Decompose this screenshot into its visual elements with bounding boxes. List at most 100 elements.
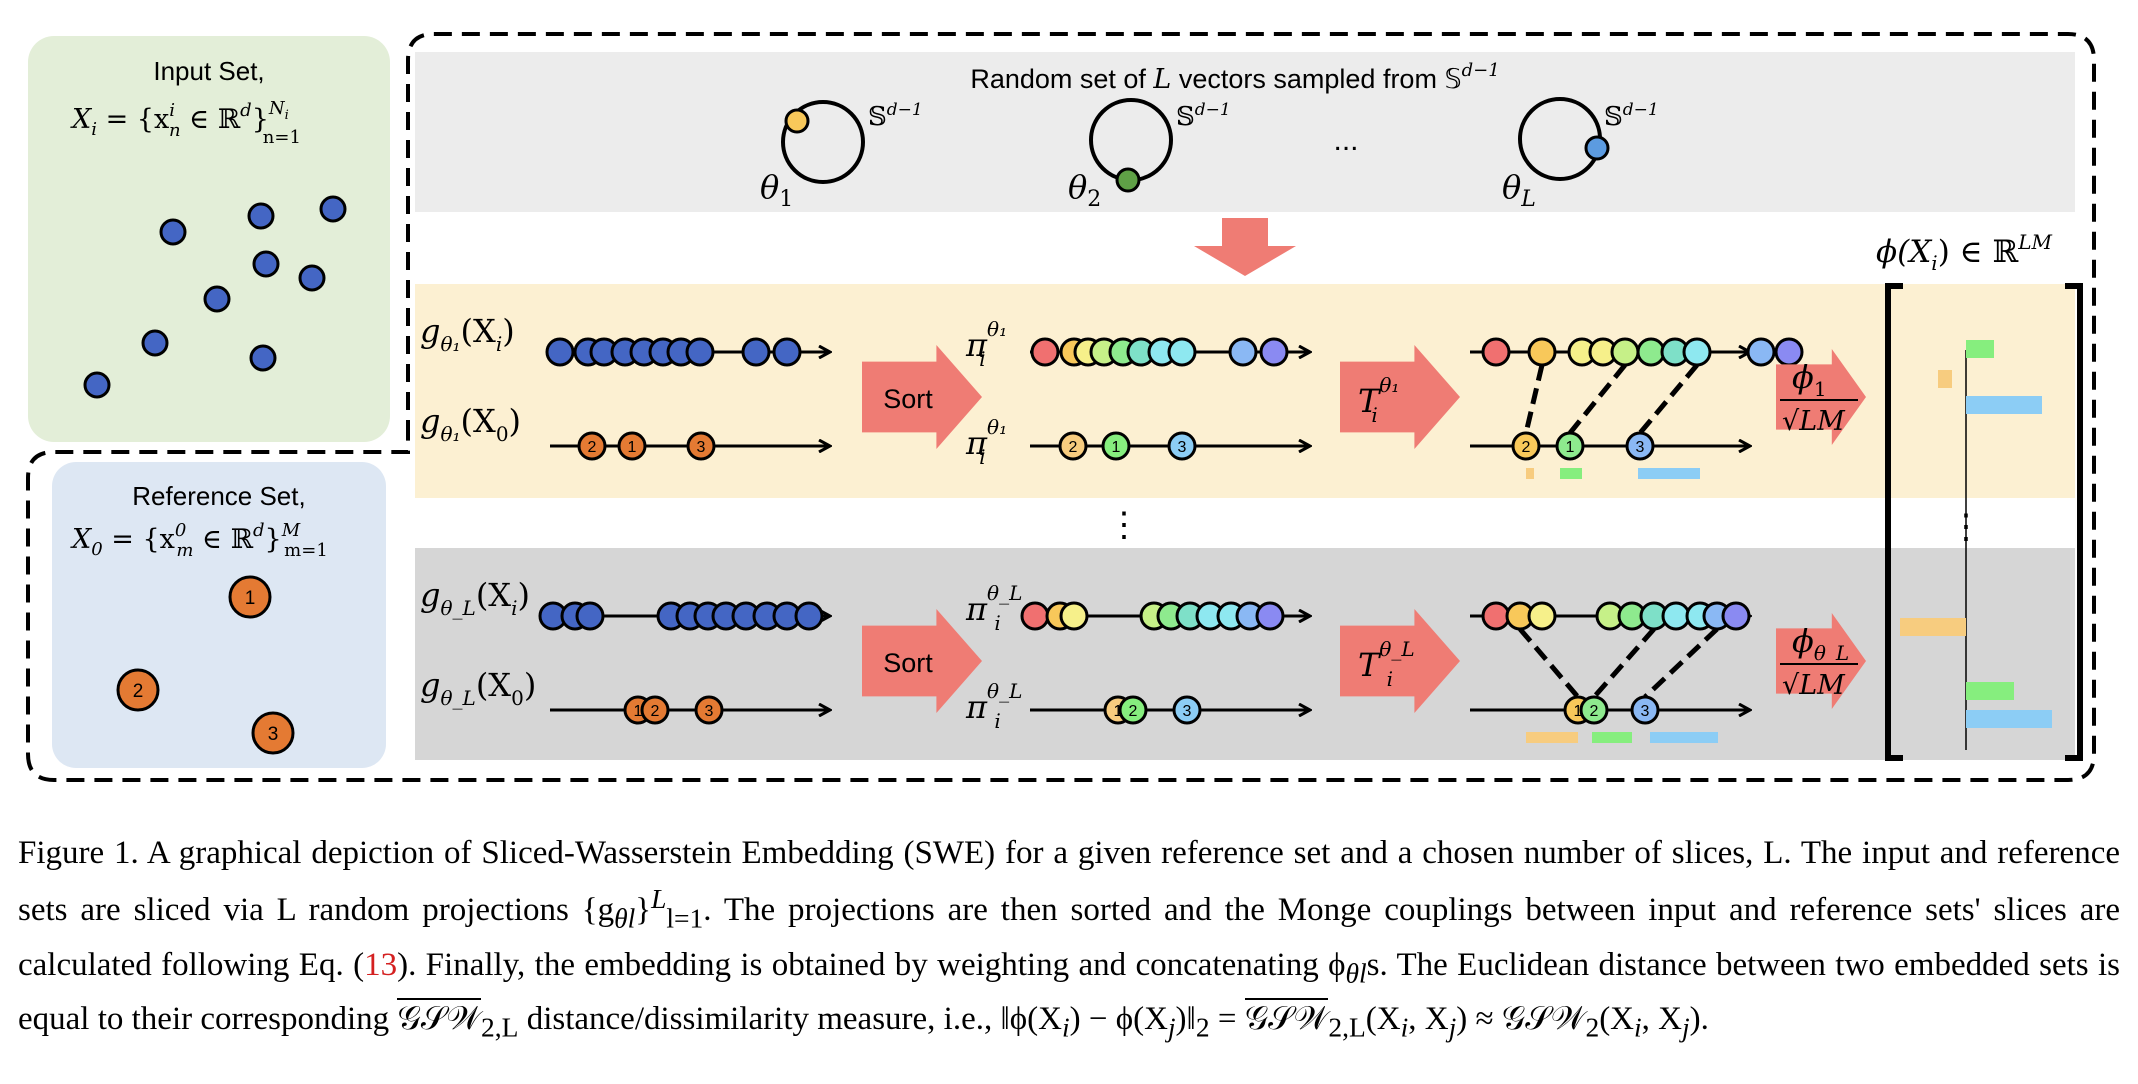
matched-input-point xyxy=(1746,337,1776,367)
coupling-link xyxy=(1568,363,1627,435)
top-band xyxy=(415,52,2075,212)
sorted-reference-point-label: 2 xyxy=(1129,703,1138,720)
sphere-sample-L: 𝕊d−1 θL xyxy=(1502,97,1659,212)
embedding-bar xyxy=(1966,682,2014,700)
reference-slice-point-label: 3 xyxy=(697,439,706,456)
matched-reference-point-label: 2 xyxy=(1590,703,1599,720)
phi-denominator: √LM xyxy=(1782,670,1846,701)
matched-reference-point-label: 3 xyxy=(1636,439,1645,456)
svg-text:𝕊d−1: 𝕊d−1 xyxy=(868,100,923,132)
sorted-input-point xyxy=(1228,337,1258,367)
matched-reference-point-label: 3 xyxy=(1641,703,1650,720)
embedding-bar xyxy=(1938,370,1952,388)
top-band-title: Random set of L vectors sampled from 𝕊d−… xyxy=(970,60,1499,95)
sorted-input-point xyxy=(1259,337,1289,367)
input-point xyxy=(141,329,169,357)
input-point xyxy=(249,344,277,372)
sorted-reference-point-label: 1 xyxy=(1112,439,1121,456)
matched-reference-point-label: 2 xyxy=(1522,439,1531,456)
reference-panel-title: Reference Set, xyxy=(132,481,305,511)
input-point-cloud xyxy=(83,195,347,399)
svg-text:𝕊d−1: 𝕊d−1 xyxy=(1604,100,1659,132)
reference-slice-point xyxy=(640,695,670,725)
input-slice-point xyxy=(794,601,824,631)
reference-slice-point xyxy=(617,431,647,461)
svg-text:3: 3 xyxy=(268,724,279,745)
dashed-outline xyxy=(26,32,2096,782)
reference-point-3: 3 xyxy=(251,711,295,755)
input-slice-point xyxy=(575,601,605,631)
equation-reference[interactable]: 13 xyxy=(364,946,398,983)
reference-slice-point-label: 1 xyxy=(628,439,637,456)
matched-input-point xyxy=(1661,601,1691,631)
reference-slice-point-label: 2 xyxy=(588,439,597,456)
embedding-bar xyxy=(1966,710,2052,728)
input-panel xyxy=(28,36,390,442)
displacement-bar xyxy=(1650,732,1718,743)
matched-reference-point xyxy=(1579,695,1609,725)
input-point xyxy=(247,202,275,230)
phi-numerator: ϕ1 xyxy=(1792,358,1827,401)
sorted-reference-point-label: 3 xyxy=(1178,439,1187,456)
input-point xyxy=(298,264,326,292)
svg-text:2: 2 xyxy=(133,681,144,702)
reference-point-2: 2 xyxy=(116,668,160,712)
svg-text:θL: θL xyxy=(1502,168,1536,212)
matched-reference-point xyxy=(1625,431,1655,461)
input-panel-title: Input Set, xyxy=(153,56,264,86)
embedding-label: ϕ(Xi) ∈ ℝLM xyxy=(1876,230,2053,275)
svg-text:1: 1 xyxy=(245,588,256,609)
weighting-arrow xyxy=(1776,349,1866,445)
displacement-bar xyxy=(1638,468,1700,479)
matched-input-point xyxy=(1636,337,1666,367)
sorted-input-point xyxy=(1020,601,1050,631)
matched-input-point xyxy=(1527,337,1557,367)
sorted-reference-point-label: 3 xyxy=(1183,703,1192,720)
embedding-left-bracket xyxy=(1885,283,1903,761)
sort-label: Sort xyxy=(883,384,933,414)
coupling-link xyxy=(1523,364,1545,434)
sort-arrow xyxy=(862,609,982,713)
coupling-link xyxy=(1592,627,1656,699)
monge-coupling-arrow xyxy=(1340,345,1460,449)
embedding-vdots: ⋮ xyxy=(1949,508,1983,546)
input-point xyxy=(252,250,280,278)
down-arrow xyxy=(1194,218,1296,276)
svg-text:θ2: θ2 xyxy=(1068,168,1101,212)
matched-input-point xyxy=(1682,337,1712,367)
displacement-bar xyxy=(1560,468,1582,479)
svg-text:θ1: θ1 xyxy=(760,168,793,212)
matched-reference-point xyxy=(1511,431,1541,461)
displacement-bar xyxy=(1526,732,1578,743)
input-slice-point xyxy=(772,337,802,367)
input-slice-point xyxy=(685,337,715,367)
sorted-reference-point xyxy=(1058,431,1088,461)
matched-input-point xyxy=(1481,601,1511,631)
reference-slice-point xyxy=(577,431,607,461)
svg-text:𝕊d−1: 𝕊d−1 xyxy=(1176,100,1231,132)
sorted-reference-point xyxy=(1172,695,1202,725)
input-point xyxy=(83,371,111,399)
coupling-link xyxy=(1643,627,1719,699)
matched-reference-point-label: 1 xyxy=(1566,439,1575,456)
reference-slice-point xyxy=(694,695,724,725)
monge-coupling-arrow xyxy=(1340,609,1460,713)
sort-arrow xyxy=(862,345,982,449)
coupling-link xyxy=(1518,627,1580,699)
reference-slice-point-label: 3 xyxy=(705,703,714,720)
sorted-input-point xyxy=(1167,337,1197,367)
matched-reference-point-label: 1 xyxy=(1574,703,1583,720)
embedding-bar xyxy=(1966,396,2042,414)
reference-slice-point xyxy=(686,431,716,461)
sorted-reference-point-label: 1 xyxy=(1114,703,1123,720)
matched-input-point xyxy=(1481,337,1511,367)
